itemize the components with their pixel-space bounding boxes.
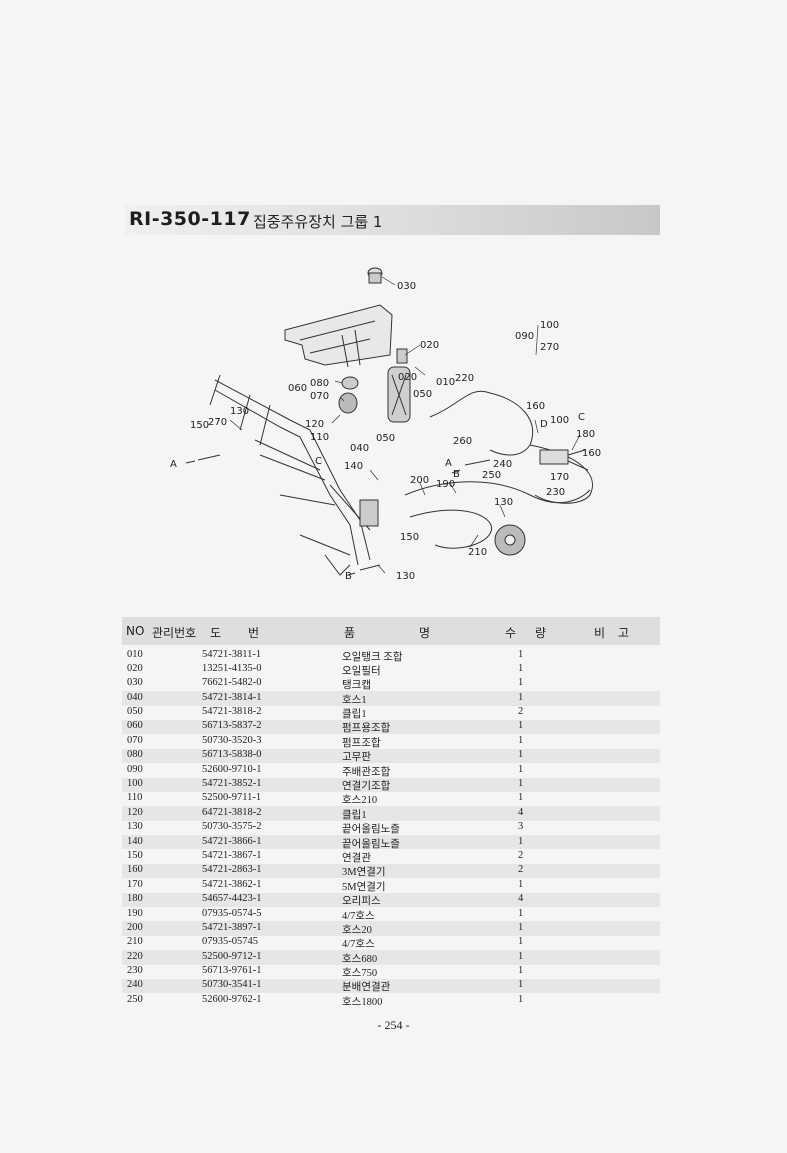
callout-230: 230 (546, 487, 565, 498)
col-name-a: 품 (344, 626, 356, 640)
callout-130: 130 (230, 406, 249, 417)
callout-090: 090 (515, 331, 534, 342)
col-note-b: 고 (618, 626, 630, 640)
callout-150b: 150 (400, 532, 419, 543)
parts-table-header: NO 관리번호 도 번 품 명 수 량 비 고 (122, 617, 660, 645)
callout-250: 250 (482, 470, 501, 481)
callout-140: 140 (344, 461, 363, 472)
section-title-bar: RI-350-117 집중주유장치 그룹 1 (125, 205, 660, 235)
callout-240: 240 (493, 459, 512, 470)
callout-050: 050 (413, 389, 432, 400)
col-drawing-a: 도 (210, 626, 222, 640)
callout-010: 010 (436, 377, 455, 388)
callout-210: 210 (468, 547, 487, 558)
label-A2: A (445, 458, 452, 469)
col-mgmt: 관리번호 (152, 626, 197, 640)
col-no: NO (126, 624, 145, 638)
callout-170: 170 (550, 472, 569, 483)
col-drawing-b: 번 (248, 626, 260, 640)
callout-130b: 130 (494, 497, 513, 508)
label-C2: C (578, 412, 585, 423)
page-number: - 254 - (377, 1018, 410, 1032)
callout-050b: 050 (376, 433, 395, 444)
label-D: D (540, 419, 548, 430)
callout-200: 200 (410, 475, 429, 486)
callout-040: 040 (350, 443, 369, 454)
label-A1: A (170, 459, 177, 470)
callout-030: 030 (397, 281, 416, 292)
label-C1: C (315, 456, 322, 467)
callout-180: 180 (576, 429, 595, 440)
callout-060: 060 (288, 383, 307, 394)
col-qty-b: 량 (535, 626, 547, 640)
callout-100b: 100 (550, 415, 569, 426)
callout-150: 150 (190, 420, 209, 431)
callout-220: 220 (455, 373, 474, 384)
callout-100: 100 (540, 320, 559, 331)
callout-080: 080 (310, 378, 329, 389)
callout-130c: 130 (396, 571, 415, 582)
callout-020: 020 (420, 340, 439, 351)
section-name: 집중주유장치 그룹 1 (253, 213, 383, 231)
col-note-a: 비 (594, 626, 606, 640)
parts-diagram: 030 020 090 100 270 080 060 070 020 010 … (160, 255, 640, 595)
callout-270: 270 (540, 342, 559, 353)
callout-020b: 020 (398, 372, 417, 383)
callout-260: 260 (453, 436, 472, 447)
col-name-b: 명 (419, 626, 431, 640)
label-B2: B (345, 571, 352, 582)
section-code: RI-350-117 (129, 208, 251, 230)
callout-110: 110 (310, 432, 329, 443)
callout-120: 120 (305, 419, 324, 430)
callout-070: 070 (310, 391, 329, 402)
callout-270b: 270 (208, 417, 227, 428)
callout-190: 190 (436, 479, 455, 490)
callout-160: 160 (526, 401, 545, 412)
callout-160b: 160 (582, 448, 601, 459)
label-B1: B (453, 469, 460, 480)
col-qty-a: 수 (505, 626, 517, 640)
